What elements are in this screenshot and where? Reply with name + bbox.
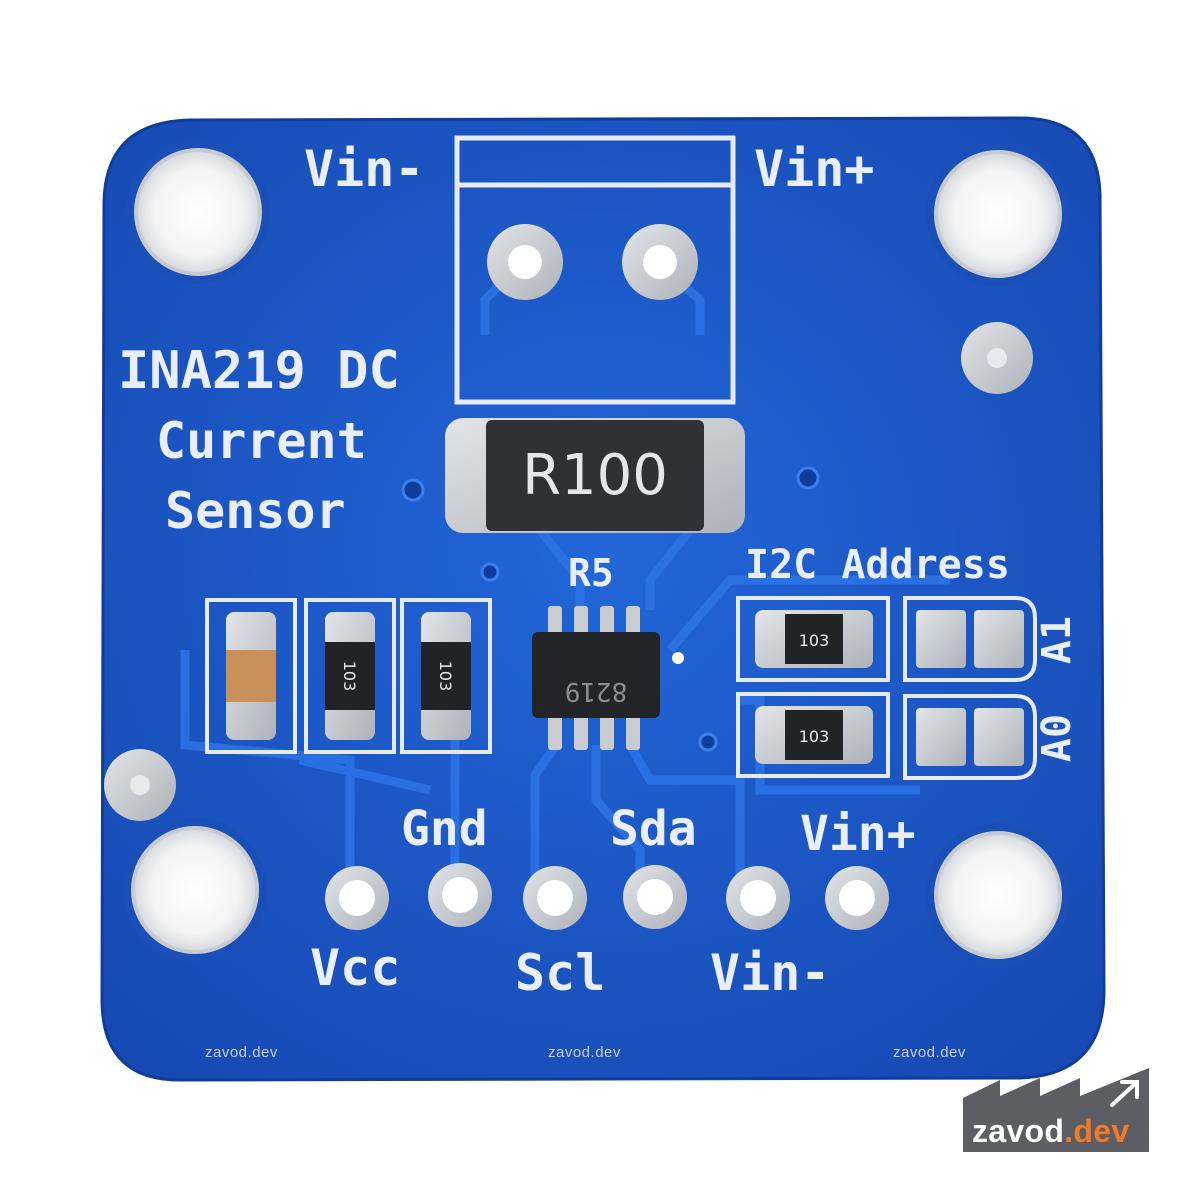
jumper-a1-label: A1 [1034,616,1080,664]
watermark-left: zavod.dev [205,1044,278,1061]
label-vin-minus-top: Vin- [304,140,424,198]
board-title-line2: Current [156,412,367,470]
vias [401,466,820,752]
logo-text: zavod.dev [972,1113,1129,1150]
watermark-right: zavod.dev [893,1044,966,1061]
i2c-address-block: 103 103 [736,596,1037,780]
pin-label-vin-minus: Vin- [710,944,830,1002]
pin-label-sda: Sda [610,801,697,857]
board-title-line3: Sensor [165,482,346,540]
pin-label-vcc: Vcc [310,939,400,997]
board-title-line1: INA219 DC [118,341,400,401]
logo-name: zavod [972,1113,1065,1149]
screw-terminal-outline [454,135,736,405]
ina219-chip: 8219 [532,606,684,750]
resistor-marking-a1: 103 [799,631,830,650]
logo-suffix: .dev [1064,1113,1130,1149]
chip-marking: 8219 [565,676,628,706]
pin-label-vin-plus: Vin+ [800,806,916,862]
pin-label-scl: Scl [515,944,605,1002]
arrow-icon [1110,1080,1139,1107]
left-smd-group: 103 103 [205,598,492,754]
i2c-address-label: I2C Address [745,542,1010,588]
label-vin-plus-top: Vin+ [754,140,874,198]
resistor-marking-2: 103 [436,661,455,692]
header-pins [325,863,889,930]
mounting-holes [123,140,1070,967]
resistor-marking-1: 103 [340,661,359,692]
terminal-pads [487,224,698,300]
jumper-a0-label: A0 [1034,714,1080,762]
logo-badge [963,1068,1149,1152]
pin-label-gnd: Gnd [401,801,488,857]
chip-ref-label: R5 [568,551,614,595]
resistor-marking-a0: 103 [799,727,830,746]
watermark-center: zavod.dev [548,1044,621,1061]
shunt-marking: R100 [522,443,668,508]
shunt-resistor: R100 [445,418,745,533]
